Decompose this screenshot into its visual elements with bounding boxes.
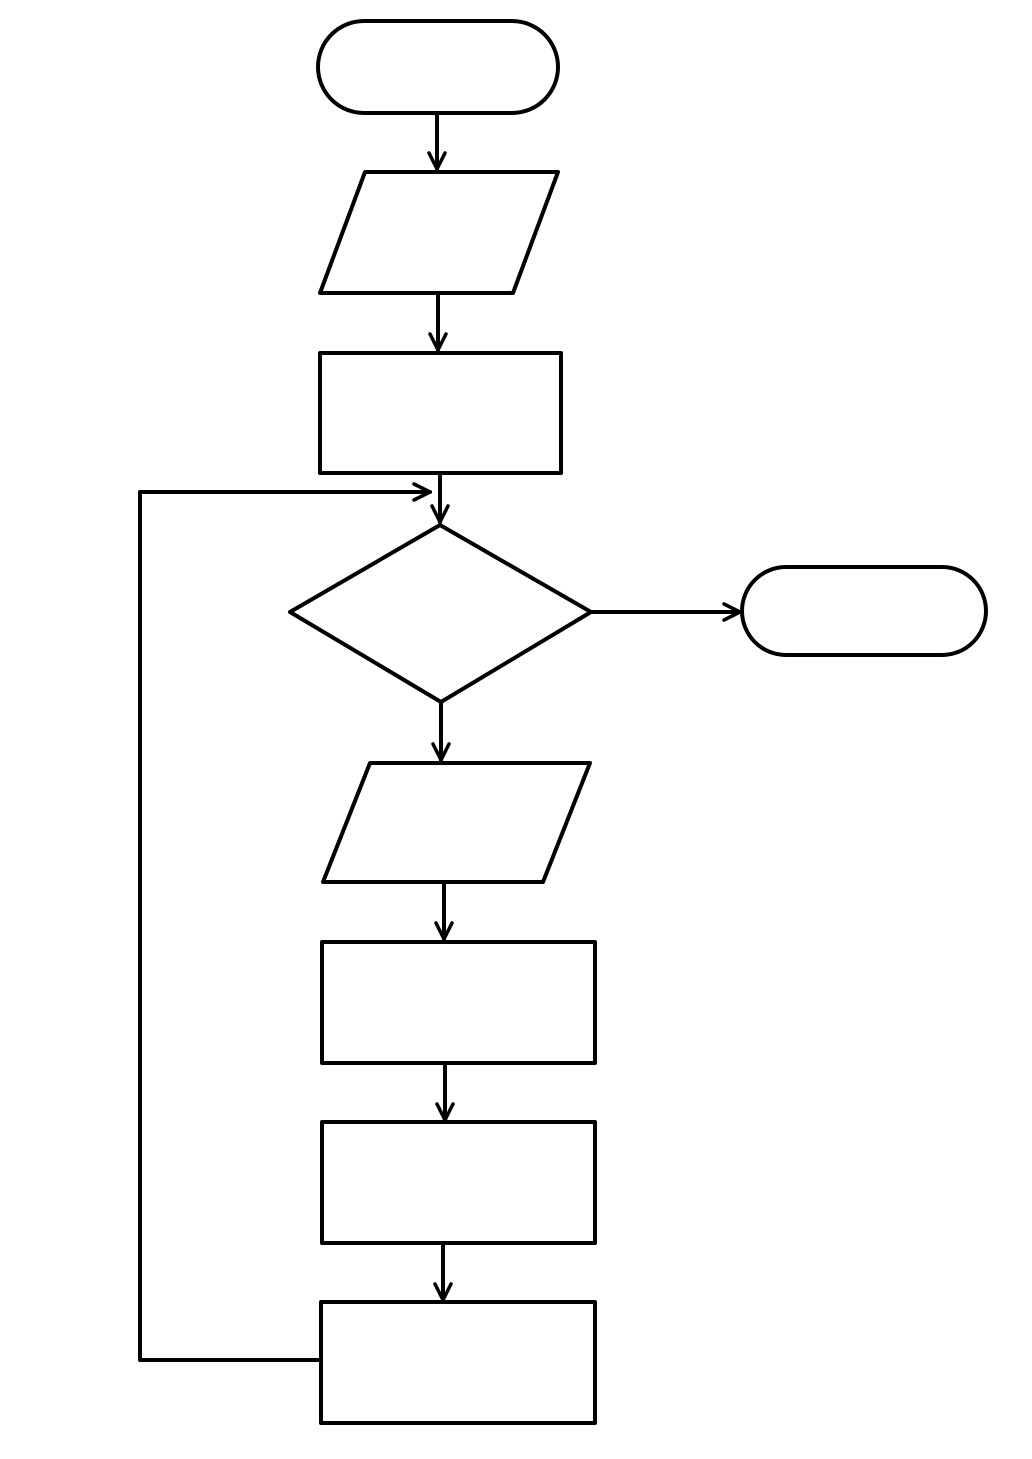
process-box-3	[320, 1120, 597, 1245]
input-parallelogram-1	[318, 170, 560, 295]
process-box-1	[318, 351, 563, 475]
process-box-2	[320, 940, 597, 1065]
input-parallelogram-2	[321, 761, 592, 884]
connectors	[138, 111, 742, 1362]
start-terminator	[316, 19, 560, 115]
edge-process-4-loop-back	[138, 482, 432, 1362]
end-terminator	[740, 565, 988, 657]
process-box-4	[319, 1300, 597, 1425]
decision-diamond	[288, 523, 593, 704]
